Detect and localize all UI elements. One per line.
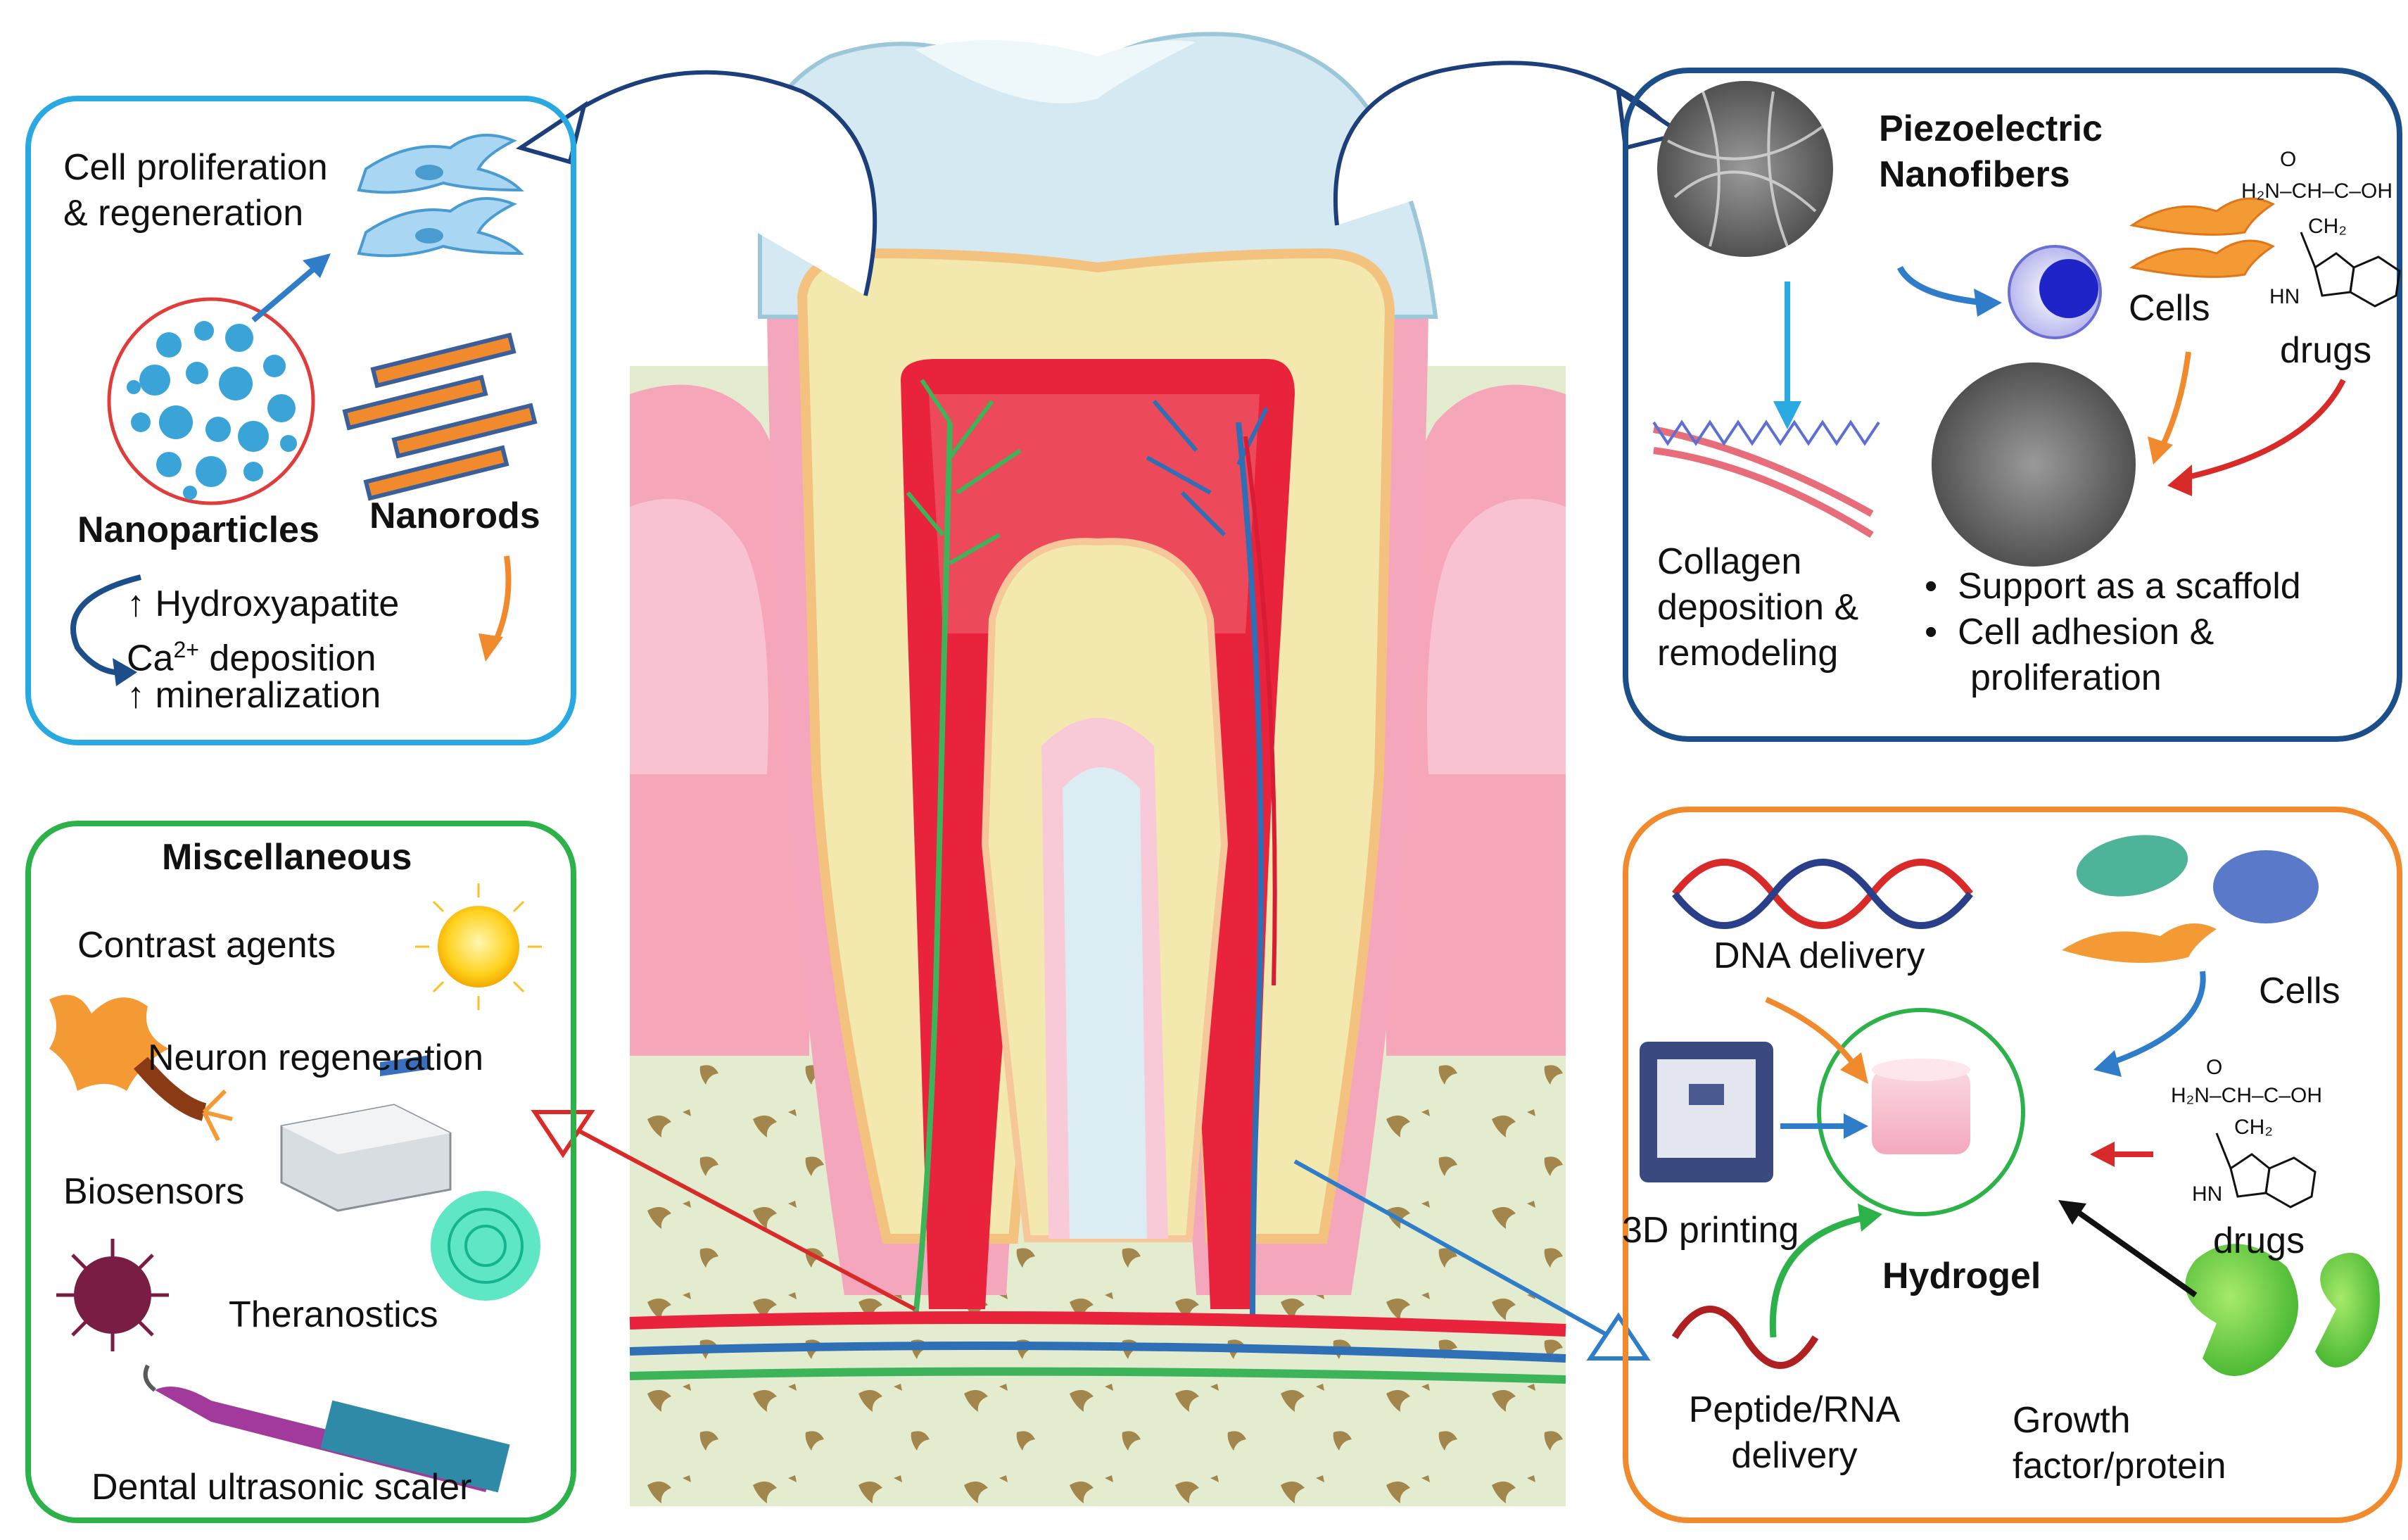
- growth-line1: Growth: [2013, 1400, 2131, 1441]
- bullet-proliferation: proliferation: [1970, 657, 2162, 698]
- nanorods-label: Nanorods: [369, 496, 540, 536]
- fibroblast-cells-icon: [357, 134, 524, 258]
- biosensor-device-icon: [280, 1055, 452, 1212]
- green-cell-icon: [2076, 835, 2188, 897]
- calcium-deposition-label: Ca2+ deposition: [127, 637, 376, 679]
- misc-title: Miscellaneous: [162, 837, 412, 878]
- immune-cell-icon: [2008, 245, 2102, 339]
- growth-factor-icon: [2185, 1244, 2380, 1376]
- contrast-agents-label: Contrast agents: [77, 925, 336, 966]
- urchin-nanoparticle-icon: [56, 1239, 169, 1351]
- mineralization-label: ↑ mineralization: [127, 675, 381, 716]
- cell-proliferation-line2: & regeneration: [63, 193, 304, 234]
- arrow-to-topleft: [562, 70, 877, 296]
- cell-proliferation-line1: Cell proliferation: [63, 147, 328, 188]
- ultrasonic-scaler-icon: [143, 1364, 510, 1493]
- peptide-line1: Peptide/RNA: [1688, 1389, 1901, 1430]
- nanorods-icon: [342, 332, 538, 501]
- orange-cells-icon: [2129, 197, 2275, 278]
- top-right-cells-label: Cells: [2129, 288, 2210, 329]
- collagen-line2: deposition &: [1657, 587, 1859, 628]
- orange-fibroblast-icon: [2062, 923, 2217, 963]
- scaffold-sem-image: [1932, 362, 2136, 567]
- dna-helix-icon: [1672, 859, 1973, 929]
- printing-label: 3D printing: [1622, 1210, 1799, 1251]
- neuron-icon: [49, 995, 233, 1142]
- chem-ch2-bottom: CH₂: [2234, 1116, 2273, 1139]
- tooth-illustration: [629, 32, 1566, 1506]
- arrow-to-bottomleft: [569, 1124, 916, 1311]
- panel-top-right-frame: [1623, 68, 2402, 742]
- piezo-title-line2: Nanofibers: [1879, 154, 2070, 195]
- panel-bottom-right-frame: [1623, 807, 2402, 1523]
- chem-o-top: O: [2280, 148, 2297, 171]
- arrow-to-topright: [1333, 61, 1663, 226]
- dental-scaler-label: Dental ultrasonic scaler: [91, 1467, 472, 1508]
- chem-nh2-top: H₂N–CH–C–OH: [2241, 179, 2393, 203]
- nanoparticles-label: Nanoparticles: [77, 510, 319, 550]
- peptide-line2: delivery: [1731, 1435, 1858, 1476]
- collagen-fiber-icon: [1653, 426, 1874, 538]
- bottom-right-drugs-label: drugs: [2213, 1220, 2305, 1261]
- panel-bottom-left-frame: [25, 821, 576, 1523]
- hydrogel-label: Hydrogel: [1882, 1256, 2041, 1296]
- piezo-title-line1: Piezoelectric: [1879, 108, 2103, 149]
- chem-hn-top: HN: [2269, 285, 2300, 308]
- biosensors-label: Biosensors: [63, 1171, 245, 1212]
- tryptophan-structure-2-icon: [2215, 1132, 2317, 1208]
- hydroxyapatite-label: ↑ Hydroxyapatite: [127, 583, 400, 624]
- nanofiber-sem-image: [1657, 81, 1833, 257]
- growth-line2: factor/protein: [2013, 1446, 2226, 1487]
- collagen-line1: Collagen: [1657, 541, 1802, 582]
- top-right-drugs-label: drugs: [2280, 330, 2372, 371]
- hydrogel-icon: [1817, 1008, 2025, 1216]
- sun-contrast-icon: [415, 883, 542, 1010]
- chem-o-bottom: O: [2206, 1056, 2223, 1079]
- blue-cell-icon: [2213, 850, 2319, 923]
- tryptophan-structure-icon: [2300, 232, 2401, 308]
- dna-delivery-label: DNA delivery: [1713, 935, 1925, 976]
- bottom-right-cells-label: Cells: [2259, 971, 2340, 1011]
- chem-ch2-top: CH₂: [2308, 215, 2347, 238]
- peptide-wave-icon: [1671, 1306, 1819, 1369]
- theranostic-particle-icon: [431, 1191, 540, 1301]
- panel-top-left-frame: [25, 96, 576, 745]
- nanoparticles-icon: [107, 297, 315, 505]
- neuron-regeneration-label: Neuron regeneration: [148, 1037, 483, 1078]
- chem-hn-bottom: HN: [2192, 1182, 2223, 1206]
- bullet-adhesion: • Cell adhesion &: [1925, 612, 2214, 652]
- arrow-to-bottomright: [1293, 1159, 1613, 1339]
- theranostics-label: Theranostics: [229, 1294, 438, 1335]
- bullet-scaffold: • Support as a scaffold: [1925, 566, 2301, 607]
- printer-3d-icon: [1640, 1042, 1773, 1182]
- collagen-line3: remodeling: [1657, 633, 1839, 674]
- chem-nh2-bottom: H₂N–CH–C–OH: [2171, 1084, 2323, 1107]
